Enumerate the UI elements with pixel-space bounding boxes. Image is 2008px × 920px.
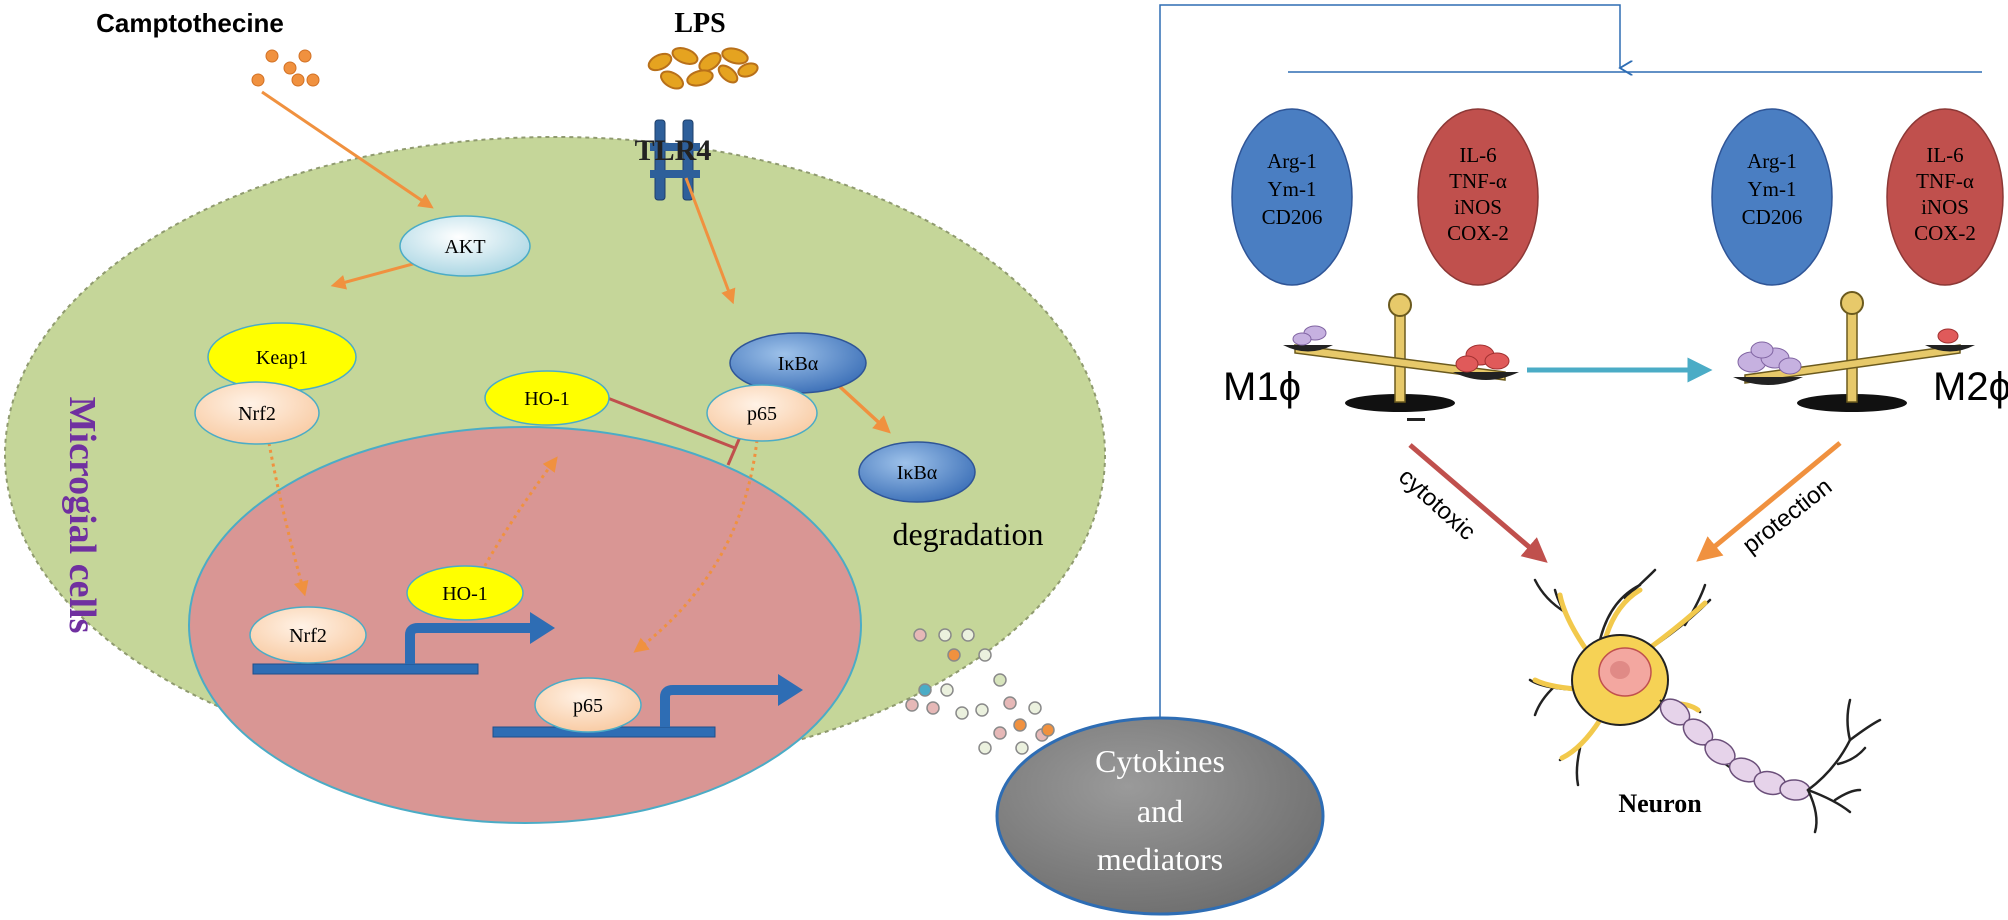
nucleus-ho1-label: HO-1 bbox=[442, 583, 488, 605]
lps-particles bbox=[647, 47, 759, 90]
ho1-node bbox=[484, 370, 610, 426]
lps-label: LPS bbox=[674, 8, 725, 39]
m2-balance-scale bbox=[1733, 291, 1975, 412]
arrow-tlr4-ikba bbox=[684, 177, 736, 305]
feedback-connector bbox=[1159, 4, 1620, 718]
nucleus-nrf2-node bbox=[249, 606, 367, 664]
m2-marker-arg1: Arg-1 bbox=[1747, 149, 1797, 173]
cell-label: Microgial cells bbox=[61, 397, 103, 634]
cytokines-label-line3: mediators bbox=[1097, 841, 1223, 877]
cytokines-label-line1: Cytokines bbox=[1095, 743, 1225, 779]
m1-marker-cox2: COX-2 bbox=[1447, 221, 1509, 245]
nucleus-ho1-node bbox=[406, 565, 524, 621]
m1-marker-arg1: Arg-1 bbox=[1267, 149, 1317, 173]
m1-anti-inflammatory-markers bbox=[1231, 108, 1353, 286]
protection-arrow bbox=[1696, 441, 1842, 562]
m2-marker-cox2: COX-2 bbox=[1914, 221, 1976, 245]
m2-marker-ym1: Ym-1 bbox=[1748, 177, 1797, 201]
nucleus-p65-node bbox=[534, 677, 642, 733]
neuron-illustration bbox=[1528, 568, 1882, 834]
ho1-gene-line bbox=[252, 663, 479, 675]
neuron-label: Neuron bbox=[1618, 789, 1702, 818]
m1-label: M1ϕ bbox=[1223, 365, 1301, 409]
akt-label: AKT bbox=[444, 236, 485, 258]
ho1-transcription-arrow bbox=[405, 623, 533, 664]
ikba-degraded-label: IκBα bbox=[897, 462, 938, 484]
arrow-camptothecine-akt bbox=[261, 90, 434, 209]
cytotoxic-arrow bbox=[1408, 443, 1548, 563]
nrf2-node bbox=[194, 381, 320, 445]
m1-balance-scale bbox=[1283, 293, 1519, 421]
arrow-ho1-gene-out bbox=[476, 456, 558, 579]
nrf2-label: Nrf2 bbox=[238, 403, 276, 425]
m2-label: M2ϕ bbox=[1933, 365, 2008, 409]
tlr4-label: TLR4 bbox=[635, 134, 712, 167]
camptothecine-molecules bbox=[251, 49, 320, 87]
p65-label: p65 bbox=[747, 403, 777, 425]
p65-node bbox=[706, 384, 818, 442]
m1-marker-cd206: CD206 bbox=[1262, 205, 1323, 229]
keap1-label: Keap1 bbox=[256, 347, 308, 369]
cytokines-label-line2: and bbox=[1137, 793, 1183, 829]
nucleus-nrf2-label: Nrf2 bbox=[289, 625, 327, 647]
p65-transcription-arrow bbox=[660, 685, 780, 727]
m1-pro-inflammatory-markers bbox=[1417, 108, 1539, 286]
m1-marker-inos: iNOS bbox=[1454, 195, 1502, 219]
m2-marker-inos: iNOS bbox=[1921, 195, 1969, 219]
camptothecine-label: Camptothecine bbox=[96, 8, 284, 38]
tlr4-receptor bbox=[650, 119, 700, 201]
m1-marker-tnfa: TNF-α bbox=[1449, 169, 1507, 193]
m2-pro-inflammatory-markers bbox=[1886, 108, 2004, 286]
ikba-degraded-node bbox=[858, 441, 976, 503]
ikba-label: IκBα bbox=[778, 353, 819, 375]
m2-marker-il6: IL-6 bbox=[1926, 143, 1963, 167]
p65-transcription-arrowhead bbox=[778, 674, 803, 706]
nucleus-p65-label: p65 bbox=[573, 695, 603, 717]
ho1-transcription-arrowhead bbox=[530, 612, 555, 644]
degradation-label: degradation bbox=[892, 516, 1043, 552]
akt-node bbox=[399, 215, 531, 277]
secreted-vesicles bbox=[905, 628, 1055, 755]
ho1-label: HO-1 bbox=[524, 388, 570, 410]
m2-marker-tnfa: TNF-α bbox=[1916, 169, 1974, 193]
m1-marker-ym1: Ym-1 bbox=[1268, 177, 1317, 201]
arrow-ikba-degradation bbox=[836, 383, 891, 434]
m2-marker-cd206: CD206 bbox=[1742, 205, 1803, 229]
m2-anti-inflammatory-markers bbox=[1711, 108, 1833, 286]
cytotoxic-label: cytotoxic bbox=[1393, 463, 1480, 546]
m1-marker-il6: IL-6 bbox=[1459, 143, 1496, 167]
